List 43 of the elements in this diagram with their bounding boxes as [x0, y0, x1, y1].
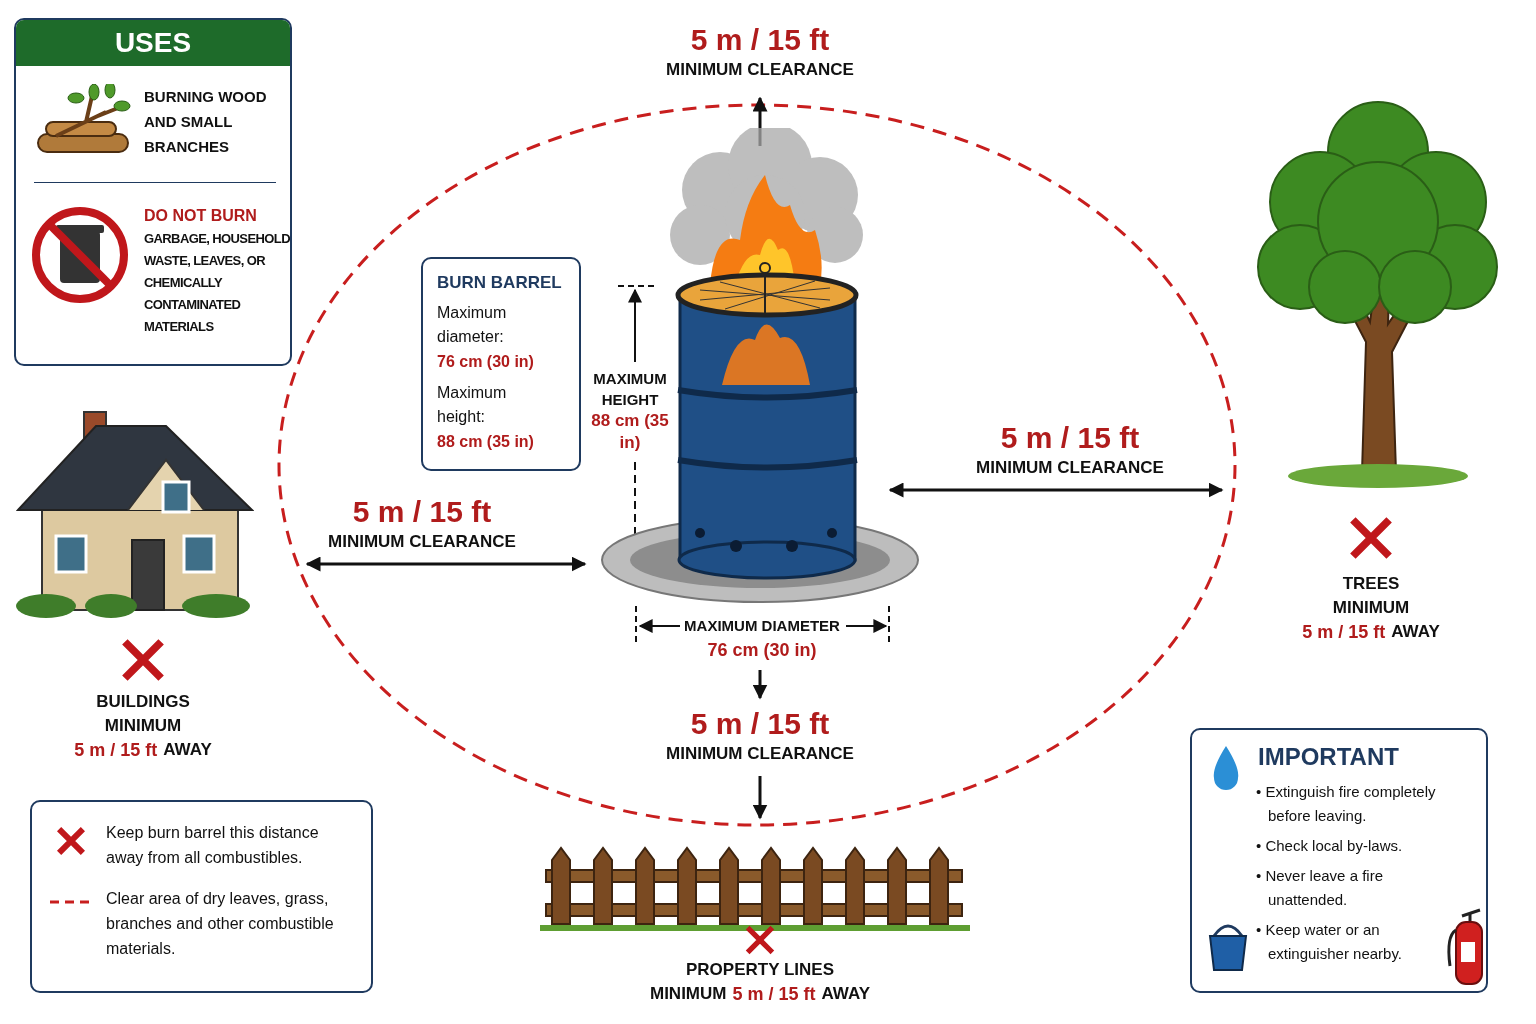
caption-text: AWAY	[1391, 621, 1440, 643]
distance-value: 76 cm (30 in)	[707, 640, 817, 660]
warning-heading: DO NOT BURN	[144, 206, 257, 226]
distance-value: 5 m / 15 ft	[690, 22, 830, 58]
bullet-item: • Keep water or an extinguisher nearby.	[1256, 920, 1403, 964]
caption-text: TREES	[1342, 573, 1400, 595]
caption-text: MINIMUM CLEARANCE	[666, 59, 854, 81]
caption-text: MAXIMUM HEIGHT	[592, 369, 668, 410]
bullet-item: • Extinguish fire completely before leaving.	[1256, 782, 1437, 826]
caption-text: MINIMUM	[1332, 597, 1410, 619]
spec-value: 76 cm (30 in)	[437, 352, 535, 372]
caption-text: MINIMUM CLEARANCE	[666, 743, 854, 765]
do-not-burn-text: GARBAGE, HOUSEHOLD WASTE, LEAVES, OR CHEMICALLY CONTAMINATED MATERIALS	[144, 230, 290, 336]
spec-label: Maximum height:	[437, 383, 508, 427]
important-card	[1190, 728, 1488, 993]
caption-text: PROPERTY LINES	[686, 959, 834, 981]
caption-text: MINIMUM CLEARANCE	[976, 457, 1164, 479]
distance-value: 5 m / 15 ft	[74, 739, 158, 762]
caption-text: AWAY	[821, 983, 870, 1005]
caption-text: MAXIMUM DIAMETER	[684, 617, 840, 634]
uses-panel	[14, 18, 292, 366]
info-card	[421, 257, 581, 471]
measurement-value: 88 cm (35 in)	[590, 410, 670, 454]
panel-title: USES	[114, 26, 192, 60]
caption-text: MINIMUM CLEARANCE	[328, 531, 516, 553]
caption-text: AWAY	[163, 739, 212, 761]
distance-value: 5 m / 15 ft	[352, 494, 492, 530]
caption-text: BUILDINGS	[96, 691, 190, 713]
caption-text: MINIMUM	[650, 983, 727, 1005]
bullet-item: • Check local by-laws.	[1256, 836, 1404, 856]
spec-value: 88 cm (35 in)	[437, 432, 535, 452]
legend-text: Keep burn barrel this distance away from all combustibles.	[106, 823, 320, 868]
legend-text: Clear area of dry leaves, grass, branches and other combustible materials.	[106, 889, 335, 959]
distance-value: 5 m / 15 ft	[732, 983, 816, 1006]
uses-text: BURNING WOOD AND SMALL BRANCHES	[144, 87, 268, 157]
distance-value: 5 m / 15 ft	[1302, 621, 1386, 644]
bullet-item: • Never leave a fire unattended.	[1256, 866, 1384, 910]
caption-text: MINIMUM	[104, 715, 182, 737]
distance-value: 5 m / 15 ft	[1000, 420, 1140, 456]
card-title: BURN BARREL	[437, 272, 563, 294]
distance-value: 5 m / 15 ft	[690, 706, 830, 742]
spec-label: Maximum diameter:	[437, 303, 508, 347]
card-title: IMPORTANT	[1258, 742, 1399, 772]
